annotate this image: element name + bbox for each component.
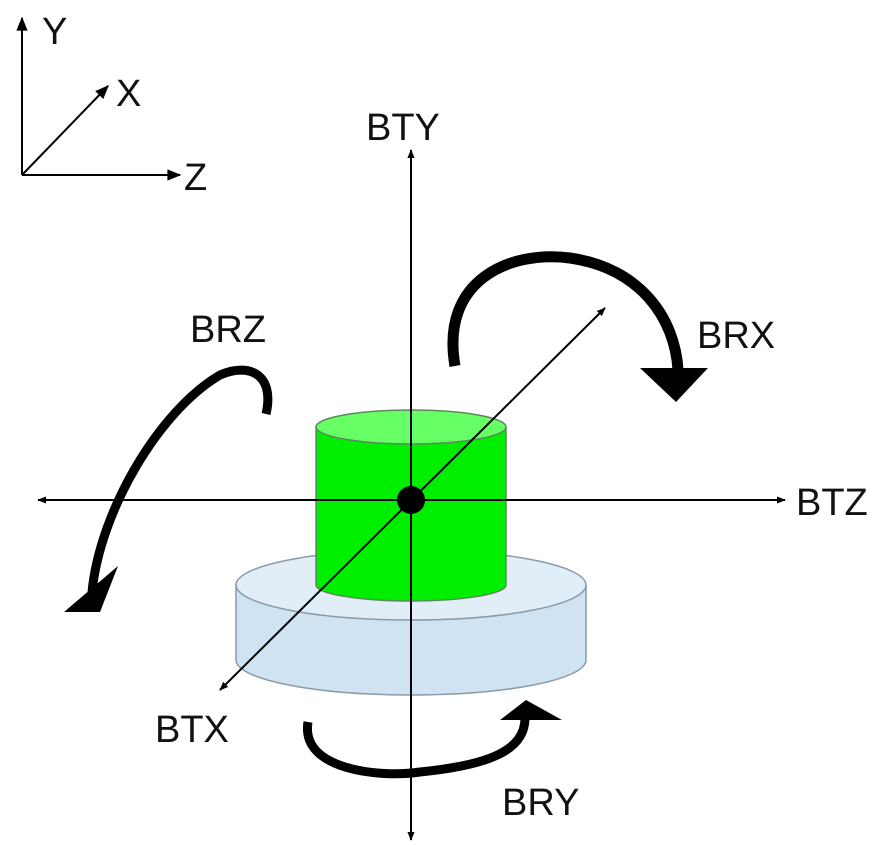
- reference-frame: Y X Z: [16, 11, 207, 199]
- brz-arrowhead: [64, 566, 118, 612]
- origin-point: [397, 486, 425, 514]
- reference-y-label: Y: [42, 11, 67, 53]
- btz-label: BTZ: [796, 482, 868, 524]
- brx-arrowhead: [640, 368, 708, 402]
- reference-z-label: Z: [184, 157, 207, 199]
- rotation-arrows: [64, 251, 708, 779]
- brx-label: BRX: [697, 315, 775, 357]
- bry-arrowhead: [500, 700, 562, 720]
- brx-rotation-arrow: [447, 251, 684, 371]
- reference-x-label: X: [116, 73, 141, 115]
- brz-label: BRZ: [190, 309, 266, 351]
- bry-rotation-arrow: [303, 717, 530, 779]
- btx-label: BTX: [155, 709, 229, 751]
- diagram-labels: BTY BTZ BTX BRX BRZ BRY: [155, 107, 868, 824]
- bry-label: BRY: [502, 782, 579, 824]
- translation-axes: [37, 149, 786, 841]
- reference-x-axis: [21, 84, 109, 176]
- bty-label: BTY: [366, 107, 440, 149]
- brz-rotation-arrow: [87, 365, 273, 593]
